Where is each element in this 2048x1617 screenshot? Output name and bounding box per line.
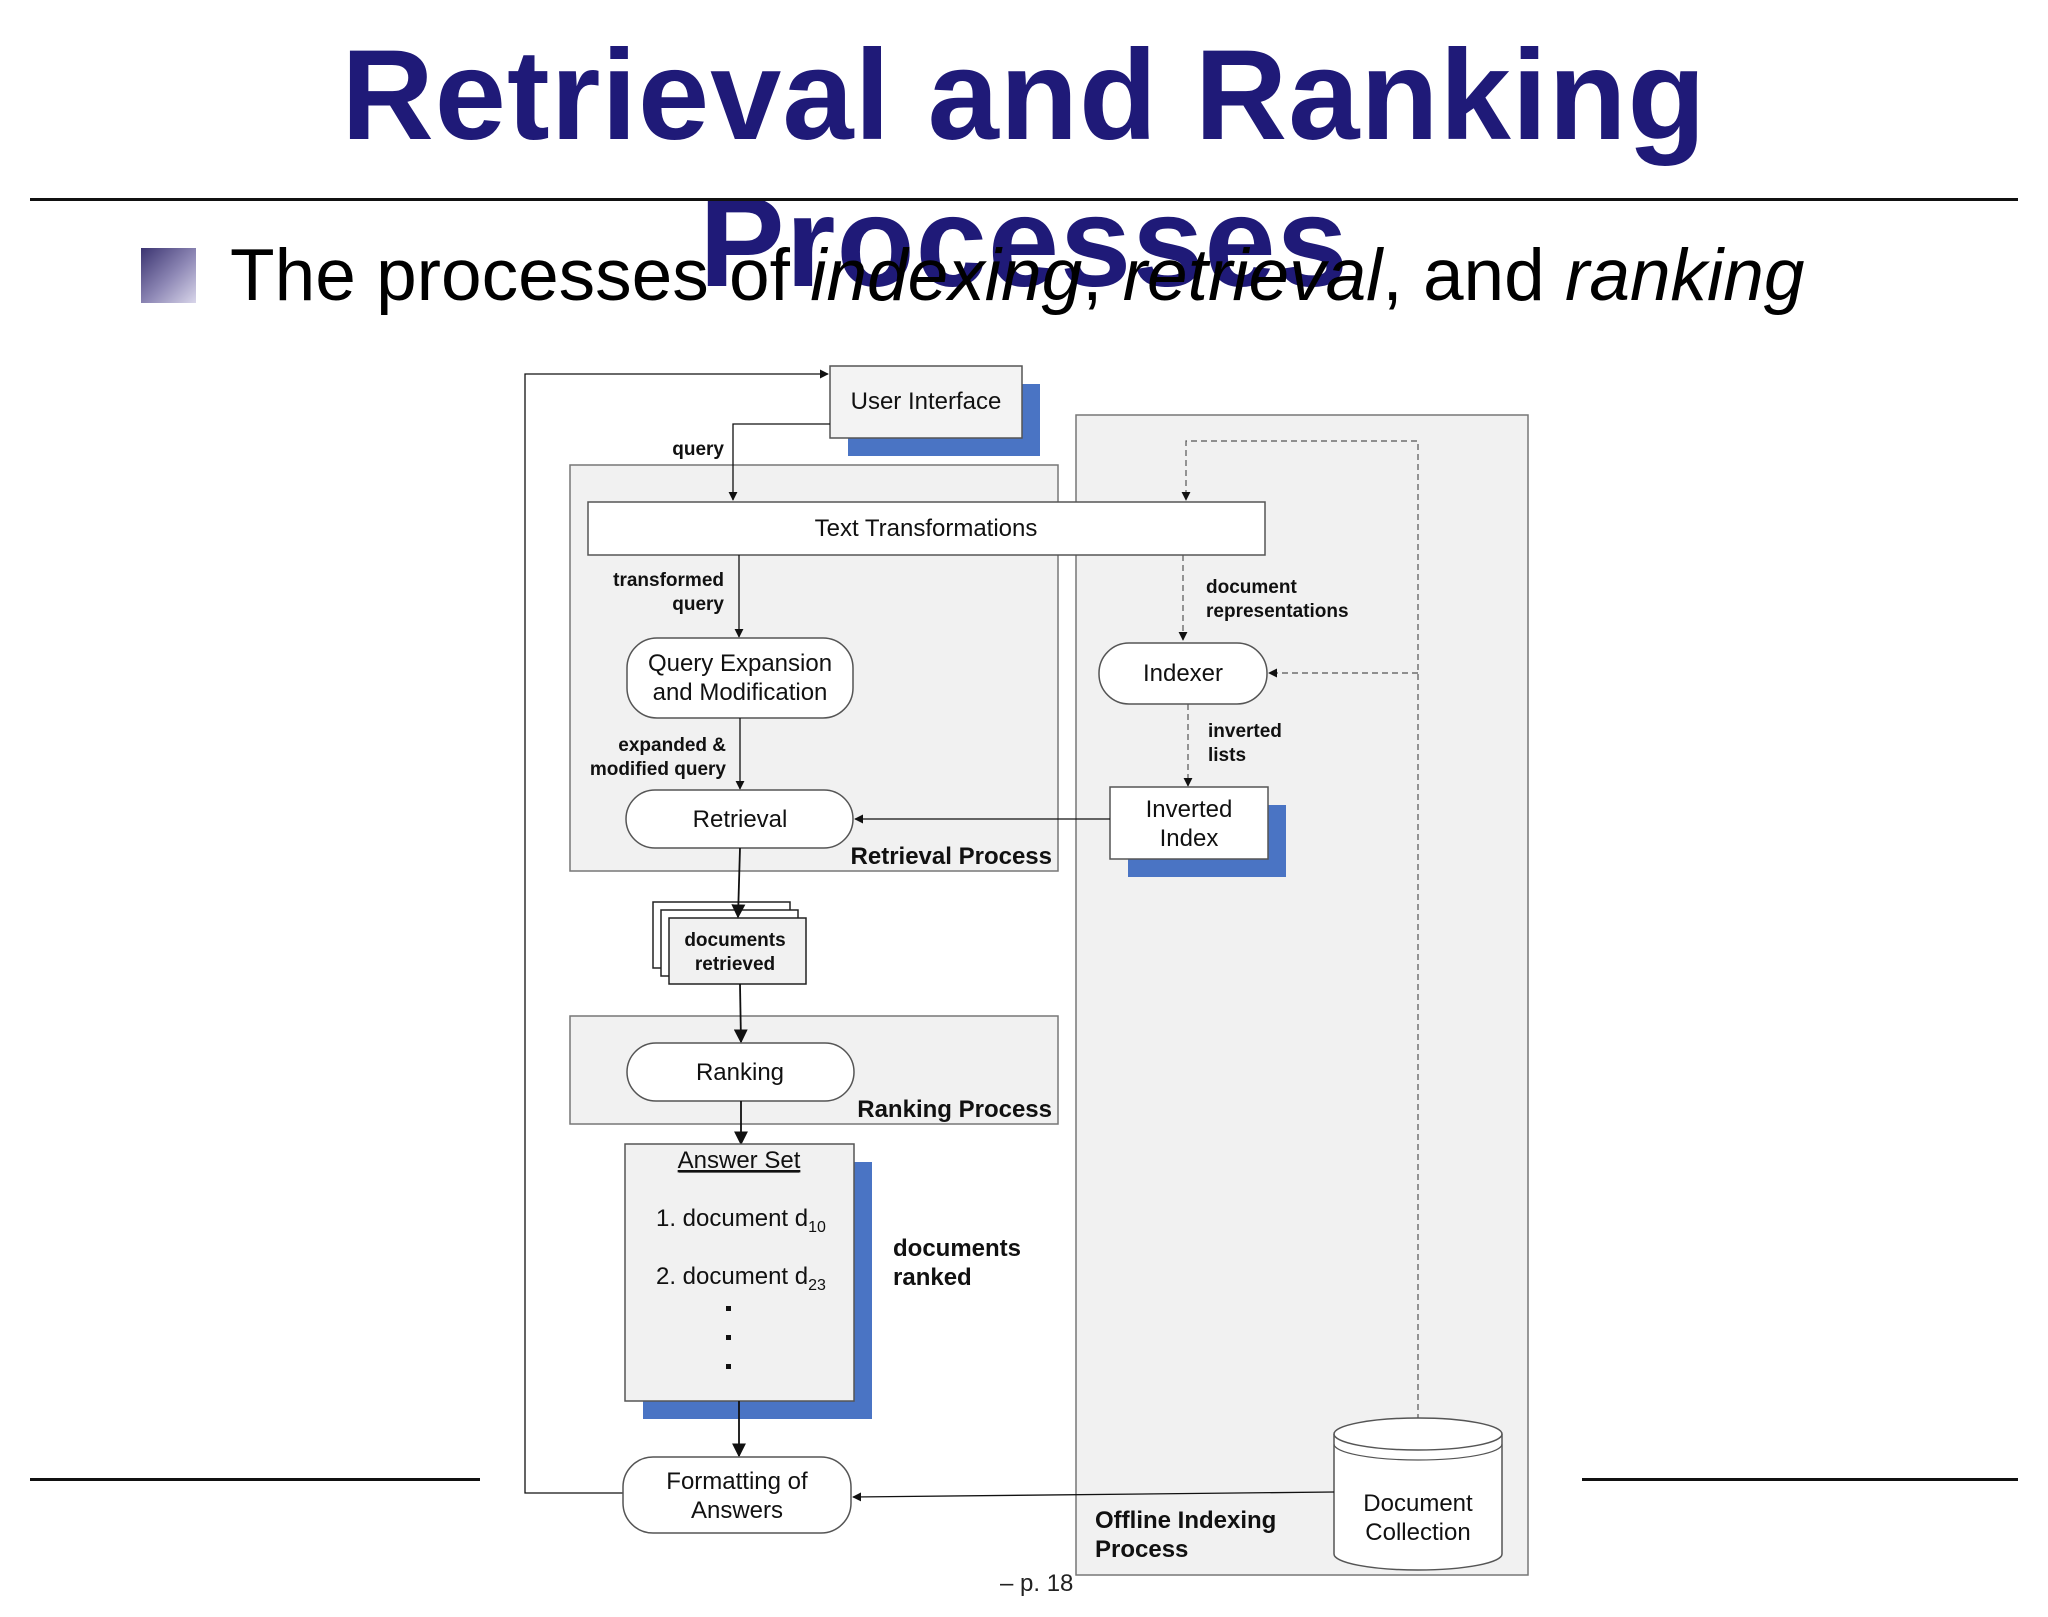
retrieval-to-docs-arrow [731, 847, 746, 919]
transformed-query-label-2: query [672, 594, 724, 615]
query-arrow [728, 423, 830, 501]
document-representations-label-2: representations [1206, 601, 1349, 622]
answer-set-title: Answer Set [678, 1147, 801, 1174]
indexer-label: Indexer [1143, 660, 1223, 687]
documents-ranked-label-2: ranked [893, 1264, 972, 1291]
formatting-label-2: Answers [691, 1497, 783, 1524]
offline-indexing-panel [1075, 414, 1529, 1576]
offline-indexing-label-2: Process [1095, 1536, 1188, 1563]
answer-item-1: 1. document d10 [656, 1205, 826, 1236]
user-interface-box [829, 365, 1023, 439]
document-collection-ring [1333, 1443, 1503, 1461]
inverted-lists-label-2: lists [1208, 745, 1246, 766]
collection-to-text-transform-dashed [1181, 440, 1419, 1420]
ranking-label: Ranking [696, 1059, 784, 1086]
formatting-box [622, 1456, 852, 1534]
inverted-index-label-2: Index [1160, 825, 1219, 852]
query-label: query [672, 439, 724, 460]
inverted-index-label: Inverted [1146, 796, 1233, 823]
expanded-query-label-2: modified query [590, 759, 727, 780]
documents-retrieved-label: documents [684, 930, 785, 951]
slide-title: Retrieval and Ranking Processes [341, 24, 1707, 314]
transformed-query-label: transformed [613, 570, 724, 591]
title-divider [30, 198, 2018, 201]
retrieval-process-label: Retrieval Process [851, 843, 1052, 870]
formatting-label: Formatting of [666, 1468, 808, 1495]
footer-rule-right [1582, 1478, 2018, 1481]
text-transformations-box [587, 501, 1266, 556]
document-collection-label-2: Collection [1365, 1519, 1470, 1546]
bullet-text: The processes of indexing, retrieval, an… [230, 235, 1805, 316]
document-collection-label: Document [1363, 1490, 1473, 1517]
feedback-loop-line [524, 369, 829, 1494]
query-expansion-label-2: and Modification [653, 679, 828, 706]
term-ranking: ranking [1565, 235, 1805, 316]
document-representations-label: document [1206, 577, 1297, 598]
bullet-square-icon [141, 248, 196, 303]
expanded-query-label: expanded & [618, 735, 726, 756]
collection-to-formatting-arrow [852, 1491, 1335, 1502]
ellipsis-dot-1 [726, 1306, 731, 1311]
ellipsis-dot-3 [726, 1364, 731, 1369]
query-expansion-label: Query Expansion [648, 650, 832, 677]
docs-to-ranking-arrow [733, 983, 748, 1044]
documents-retrieved-label-2: retrieved [695, 954, 775, 975]
inverted-index-box [1109, 786, 1269, 860]
documents-retrieved-box [668, 917, 807, 985]
answer-set-box [624, 1143, 855, 1402]
inverted-lists-label: inverted [1208, 721, 1282, 742]
term-retrieval: retrieval [1122, 235, 1383, 316]
offline-indexing-label: Offline Indexing [1095, 1507, 1276, 1534]
documents-ranked-label: documents [893, 1235, 1021, 1262]
text-transformations-label: Text Transformations [815, 515, 1038, 542]
page-number: – p. 18 [1000, 1570, 1074, 1597]
ranking-process-label: Ranking Process [857, 1096, 1052, 1123]
term-indexing: indexing [810, 235, 1083, 316]
footer-rule-left [30, 1478, 480, 1481]
document-collection-top [1333, 1417, 1503, 1451]
user-interface-label: User Interface [851, 388, 1002, 415]
answer-item-2: 2. document d23 [656, 1263, 826, 1294]
indexer-box [1098, 642, 1268, 705]
retrieval-label: Retrieval [693, 806, 788, 833]
document-collection-cylinder [1333, 1434, 1503, 1571]
ellipsis-dot-2 [726, 1335, 731, 1340]
